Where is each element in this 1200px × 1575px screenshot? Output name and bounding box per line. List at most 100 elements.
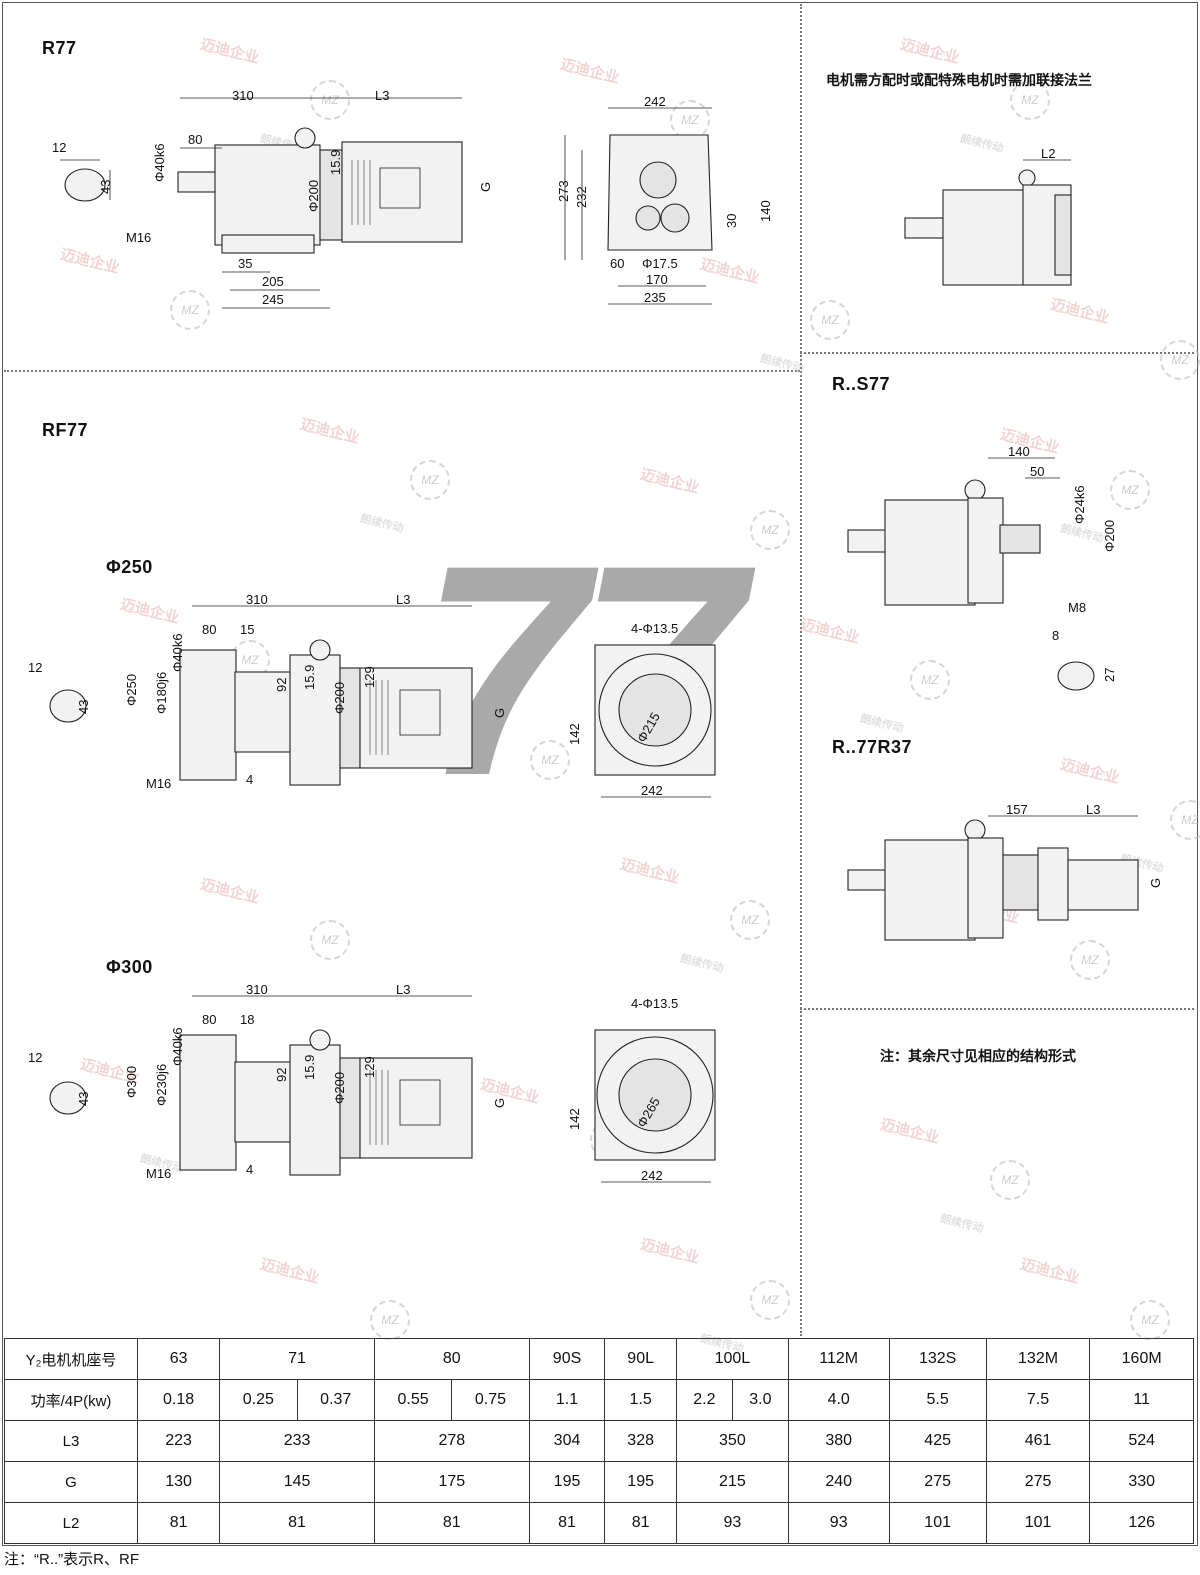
table-cell: 278	[373, 1420, 530, 1462]
svg-text:4-Φ13.5: 4-Φ13.5	[631, 621, 678, 636]
section-label-r77: R77	[42, 38, 77, 58]
table-cell: 112M	[787, 1338, 890, 1380]
svg-text:43: 43	[76, 700, 91, 714]
table-cell: 81	[136, 1502, 221, 1544]
watermark-logo: MZ	[310, 920, 350, 960]
svg-text:G: G	[1148, 878, 1163, 888]
svg-text:Φ200: Φ200	[332, 1072, 347, 1104]
table-cell: 215	[675, 1461, 789, 1503]
watermark-logo: MZ	[370, 1300, 410, 1340]
table-cell: 101	[888, 1502, 987, 1544]
svg-text:12: 12	[52, 140, 66, 155]
svg-text:G: G	[492, 708, 507, 718]
section-label-rf77: RF77	[42, 420, 89, 440]
l2-flange-view: L2	[904, 146, 1072, 286]
svg-text:L3: L3	[396, 592, 410, 607]
rs77-view: 140 50 Φ24k6 Φ200 M8 8 27	[847, 444, 1117, 691]
svg-text:Φ250: Φ250	[124, 674, 139, 706]
svg-text:G: G	[492, 1098, 507, 1108]
table-cell: 71	[219, 1338, 375, 1380]
svg-text:4: 4	[246, 772, 253, 787]
table-cell: 350	[675, 1420, 789, 1462]
table-cell: 195	[528, 1461, 606, 1503]
rf77-phi250-flange-view: 4-Φ13.5 Φ215 142 242	[567, 621, 716, 798]
table-row-label: L2	[4, 1502, 138, 1544]
watermark-logo: MZ	[1070, 940, 1110, 980]
svg-text:8: 8	[1052, 628, 1059, 643]
svg-text:43: 43	[98, 180, 113, 194]
table-cell: 0.37	[296, 1380, 374, 1420]
table-row-label: L3	[4, 1420, 138, 1462]
table-cell: 1.1	[528, 1379, 606, 1421]
svg-text:157: 157	[1006, 802, 1028, 817]
svg-text:G: G	[478, 182, 493, 192]
svg-text:M16: M16	[146, 1166, 171, 1181]
svg-text:Φ200: Φ200	[332, 682, 347, 714]
svg-text:Φ24k6: Φ24k6	[1072, 485, 1087, 524]
section-label-phi300: Φ300	[106, 957, 153, 977]
divider-left	[4, 370, 800, 372]
table-cell: 90L	[604, 1338, 677, 1380]
table-cell: 0.55	[397, 1391, 429, 1408]
table-cell: 461	[985, 1420, 1091, 1462]
watermark-logo: MZ	[750, 510, 790, 550]
table-cell: 160M	[1089, 1338, 1194, 1380]
table-cell: 7.5	[985, 1379, 1091, 1421]
svg-text:Φ40k6: Φ40k6	[152, 143, 167, 182]
table-cell: 81	[528, 1502, 606, 1544]
table-cell: 5.5	[888, 1379, 987, 1421]
divider-right-top	[800, 352, 1194, 354]
table-cell: 90S	[528, 1338, 606, 1380]
table-cell: 175	[373, 1461, 530, 1503]
svg-text:242: 242	[641, 783, 663, 798]
svg-text:Φ200: Φ200	[306, 180, 321, 212]
table-row-label: G	[4, 1461, 138, 1503]
divider-vertical	[800, 4, 802, 1336]
table-cell: 63	[136, 1338, 221, 1380]
table-cell: 100L	[675, 1338, 789, 1380]
table-cell: 93	[675, 1502, 789, 1544]
table-cell: 195	[604, 1461, 677, 1503]
table-cell: 223	[136, 1420, 221, 1462]
svg-text:273: 273	[556, 180, 571, 202]
r77-end-view: 242 273 232 30 140 60 Φ17.5 170 235	[556, 94, 773, 305]
watermark-logo: MZ	[170, 290, 210, 330]
svg-text:L2: L2	[1041, 146, 1055, 161]
svg-text:140: 140	[1008, 444, 1030, 459]
watermark-logo: MZ	[810, 300, 850, 340]
svg-text:18: 18	[240, 1012, 254, 1027]
svg-text:4: 4	[246, 1162, 253, 1177]
svg-text:M16: M16	[126, 230, 151, 245]
svg-text:35: 35	[238, 256, 252, 271]
svg-text:15.9: 15.9	[328, 150, 343, 175]
table-cell: 145	[219, 1461, 375, 1503]
svg-text:170: 170	[646, 272, 668, 287]
table-cell: 4.0	[787, 1379, 890, 1421]
svg-text:142: 142	[567, 1108, 582, 1130]
section-label-phi250: Φ250	[106, 557, 153, 577]
table-cell: 233	[219, 1420, 375, 1462]
svg-text:310: 310	[246, 982, 268, 997]
section-label-r77r37: R..77R37	[832, 737, 913, 757]
watermark-logo: MZ	[1010, 80, 1050, 120]
svg-text:242: 242	[641, 1168, 663, 1183]
svg-text:4-Φ13.5: 4-Φ13.5	[631, 996, 678, 1011]
watermark-logo: MZ	[310, 80, 350, 120]
table-cell-split: 0.25 0.37	[219, 1379, 375, 1421]
table-cell: 524	[1089, 1420, 1194, 1462]
table-cell: 132S	[888, 1338, 987, 1380]
svg-text:142: 142	[567, 723, 582, 745]
table-cell: 0.25	[242, 1391, 274, 1408]
svg-text:Φ180j6: Φ180j6	[154, 672, 169, 714]
svg-text:Φ200: Φ200	[1102, 520, 1117, 552]
watermark-logo: MZ	[530, 740, 570, 780]
watermark-logo: MZ	[1130, 1300, 1170, 1340]
table-cell: 81	[219, 1502, 375, 1544]
svg-text:Φ17.5: Φ17.5	[642, 256, 678, 271]
